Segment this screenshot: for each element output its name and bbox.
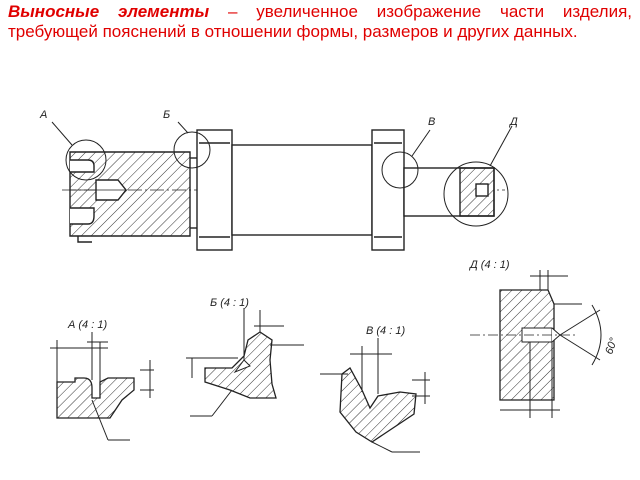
callout-circle-v	[381, 151, 419, 189]
callout-label-b: Б	[163, 109, 170, 121]
heading-definition: увеличенное изображение части изделия, т…	[8, 2, 633, 41]
main-part	[62, 129, 505, 251]
angle-label: 60°	[603, 336, 620, 356]
callout-circle-a	[65, 139, 107, 181]
detail-b	[186, 308, 304, 417]
detail-a-title: А (4 : 1)	[67, 319, 107, 331]
definition-heading: Выносные элементы – увеличенное изображе…	[8, 2, 632, 42]
callout-label-d: Д	[508, 116, 518, 128]
callout-circle-b	[173, 131, 211, 169]
detail-v-title: В (4 : 1)	[366, 325, 405, 337]
detail-v	[320, 338, 430, 453]
detail-d-title: Д (4 : 1)	[468, 259, 510, 271]
heading-dash: –	[209, 2, 257, 21]
detail-b-title: Б (4 : 1)	[210, 297, 249, 309]
callout-label-a: А	[39, 109, 47, 121]
callouts	[51, 121, 513, 227]
callout-circle-d	[443, 161, 509, 227]
detail-a	[50, 332, 154, 441]
callout-label-v: В	[428, 116, 435, 128]
detail-d	[470, 270, 602, 418]
heading-term: Выносные элементы	[8, 2, 210, 21]
